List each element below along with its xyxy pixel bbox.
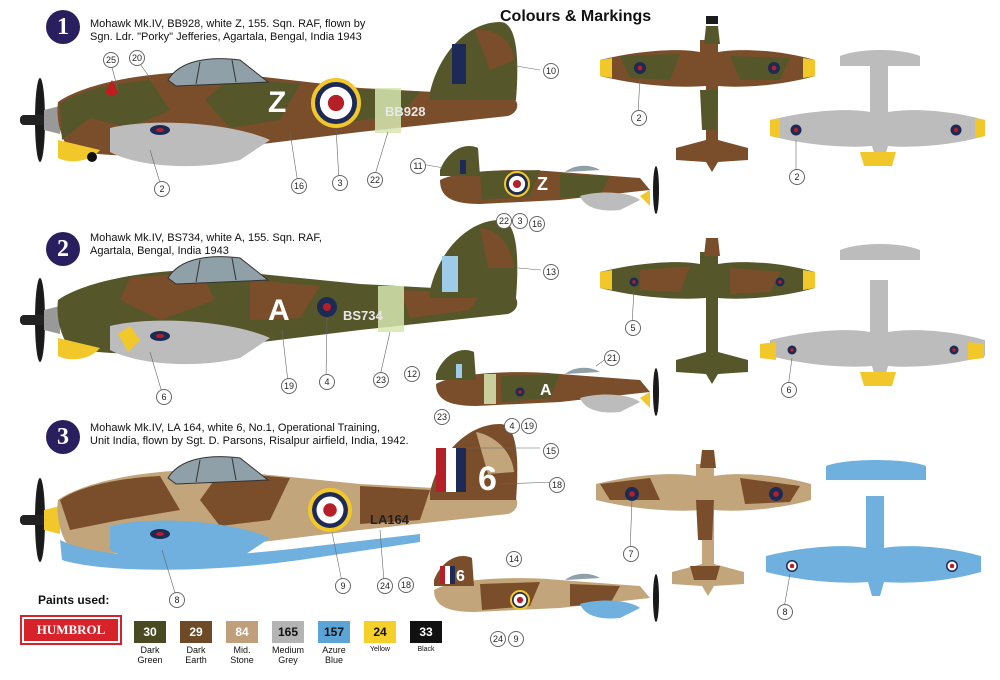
callout-c11: 11 — [410, 158, 426, 174]
aircraft-3-small-side-view — [434, 556, 659, 622]
callout-c25: 25 — [103, 52, 119, 68]
callout-c16a: 16 — [291, 178, 307, 194]
aircraft-1-side-view — [20, 22, 518, 167]
paint-swatch-24: 24 — [364, 621, 396, 643]
variant-1-caption-line1: Mohawk Mk.IV, BB928, white Z, 155. Sqn. … — [90, 18, 366, 30]
callout-c18b: 18 — [398, 577, 414, 593]
callout-c7: 7 — [623, 546, 639, 562]
variant-2-code-letter: A — [268, 294, 290, 327]
aircraft-1-small-side-view — [440, 146, 659, 214]
variant-3-caption-line2: Unit India, flown by Sgt. D. Parsons, Ri… — [90, 435, 409, 447]
variant-3-caption-line1: Mohawk Mk.IV, LA 164, white 6, No.1, Ope… — [90, 422, 381, 434]
variant-3-badge: 3 — [46, 420, 80, 454]
callout-c12: 12 — [404, 366, 420, 382]
variant-1-caption: Mohawk Mk.IV, BB928, white Z, 155. Sqn. … — [90, 18, 365, 44]
callout-c6a: 6 — [156, 389, 172, 405]
callout-c16b: 16 — [529, 216, 545, 232]
callout-c24b: 24 — [490, 631, 506, 647]
variant-3-small-code-letter: 6 — [456, 568, 465, 585]
callout-c5: 5 — [625, 320, 641, 336]
propeller-1 — [20, 78, 60, 162]
paint-swatch-label-33: Black — [417, 646, 435, 653]
callout-c2c: 2 — [789, 169, 805, 185]
aircraft-3-top-view — [596, 450, 811, 596]
callout-c8a: 8 — [169, 592, 185, 608]
callout-c23b: 23 — [434, 409, 450, 425]
aircraft-3-side-view — [20, 424, 518, 570]
variant-2-caption-line1: Mohawk Mk.IV, BS734, white A, 155. Sqn. … — [90, 232, 322, 244]
callout-c2b: 2 — [631, 110, 647, 126]
variant-3-caption: Mohawk Mk.IV, LA 164, white 6, No.1, Ope… — [90, 422, 409, 448]
variant-1-badge: 1 — [46, 10, 80, 44]
callout-c20: 20 — [129, 50, 145, 66]
callout-c21: 21 — [604, 350, 620, 366]
variant-2-badge: 2 — [46, 232, 80, 266]
aircraft-1-top-view — [600, 16, 815, 172]
callout-c23a: 23 — [373, 372, 389, 388]
aircraft-1-bottom-view — [770, 50, 985, 166]
variant-1-code-letter: Z — [268, 86, 287, 119]
variant-3-code-letter: 6 — [478, 460, 497, 498]
sheet-title: Colours & Markings — [500, 8, 652, 25]
callout-c10: 10 — [543, 63, 559, 79]
callout-c24a: 24 — [377, 578, 393, 594]
callout-c18a: 18 — [549, 477, 565, 493]
callout-c22b: 22 — [496, 213, 512, 229]
callout-c6b: 6 — [781, 382, 797, 398]
variant-1-caption-line2: Sgn. Ldr. "Porky" Jefferies, Agartala, B… — [90, 31, 362, 43]
paint-swatch-157: 157 — [318, 621, 350, 643]
paint-swatch-84: 84 — [226, 621, 258, 643]
paint-swatch-30: 30 — [134, 621, 166, 643]
paint-swatch-165: 165 — [272, 621, 304, 643]
variant-2-serial: BS734 — [343, 308, 383, 323]
callout-c8b: 8 — [777, 604, 793, 620]
variant-3-serial: LA164 — [370, 512, 410, 527]
variant-2-caption-line2: Agartala, Bengal, India 1943 — [90, 245, 229, 257]
callout-c22a: 22 — [367, 172, 383, 188]
callout-c4b: 4 — [504, 418, 520, 434]
paint-swatch-label-84: Mid.Stone — [230, 645, 254, 665]
callout-c3b: 3 — [512, 213, 528, 229]
variant-1-small-code-letter: Z — [537, 174, 548, 194]
aircraft-3-bottom-view — [766, 460, 981, 596]
paint-swatch-33: 33 — [410, 621, 442, 643]
humbrol-logo: HUMBROL — [20, 615, 122, 645]
paint-swatch-29: 29 — [180, 621, 212, 643]
callout-c19b: 19 — [521, 418, 537, 434]
propeller-2 — [20, 278, 60, 362]
paints-used-label: Paints used: — [38, 593, 110, 607]
callout-c15: 15 — [543, 443, 559, 459]
paint-swatch-label-24: Yellow — [370, 646, 390, 653]
callout-c13: 13 — [543, 264, 559, 280]
callout-c4a: 4 — [319, 374, 335, 390]
variant-2-caption: Mohawk Mk.IV, BS734, white A, 155. Sqn. … — [90, 232, 322, 258]
callout-leader-lines — [109, 57, 797, 609]
aircraft-2-top-view — [600, 238, 815, 384]
callout-c9b: 9 — [508, 631, 524, 647]
propeller-3 — [20, 478, 60, 562]
variant-1-serial: BB928 — [385, 104, 426, 119]
callout-c3a: 3 — [332, 175, 348, 191]
callout-c19a: 19 — [281, 378, 297, 394]
variant-2-small-code-letter: A — [540, 382, 552, 399]
callout-c14: 14 — [506, 551, 522, 567]
aircraft-2-bottom-view — [760, 244, 985, 386]
callout-c9a: 9 — [335, 578, 351, 594]
aircraft-2-small-side-view — [436, 350, 659, 416]
aircraft-2-side-view — [20, 220, 518, 365]
callout-c2a: 2 — [154, 181, 170, 197]
